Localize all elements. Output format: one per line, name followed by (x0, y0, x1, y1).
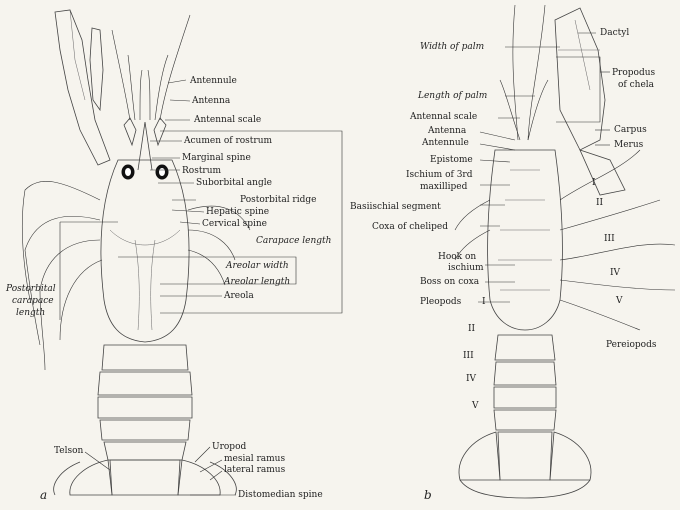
label-postorbital-carapace-line1: Postorbital (6, 284, 56, 295)
label-pleopod-V: V (472, 401, 479, 412)
label-pereiopods: Pereiopods (606, 340, 656, 351)
label-pereiopod-III: III (604, 234, 615, 245)
label-telson: Telson (54, 446, 83, 457)
panel-a-letter: a (40, 488, 47, 502)
label-propodus-line1: Propodus (612, 68, 655, 79)
label-pleopod-III: III (463, 351, 474, 362)
label-cervical-spine: Cervical spine (202, 219, 267, 230)
label-pereiopod-II: II (596, 198, 603, 209)
label-boss-on-coxa: Boss on coxa (420, 277, 479, 288)
label-lateral-ramus: lateral ramus (224, 465, 285, 476)
label-uropod: Uropod (212, 442, 246, 453)
label-areolar-width: Areolar width (226, 261, 289, 272)
label-distomedian-spine: Distomedian spine (238, 490, 323, 501)
label-postorbital-carapace-line3: length (16, 308, 45, 319)
label-suborbital-angle: Suborbital angle (196, 178, 272, 189)
label-pereiopod-IV: IV (610, 268, 620, 279)
label-propodus-line2: of chela (618, 80, 654, 91)
label-pleopod-II: II (468, 324, 475, 335)
label-basiischial-segment: Basiischial segment (350, 202, 441, 213)
label-mesial-ramus: mesial ramus (224, 454, 285, 465)
panel-b-letter: b (424, 488, 432, 502)
label-hepatic-spine: Hepatic spine (206, 207, 269, 218)
label-pleopod-IV: IV (466, 374, 476, 385)
label-b-antenna: Antenna (428, 126, 466, 137)
label-hook-on-ischium-line2: ischium (448, 263, 484, 274)
label-coxa-of-cheliped: Coxa of cheliped (372, 222, 448, 233)
label-ischium-3rd-line1: Ischium of 3rd (406, 170, 472, 181)
label-areola: Areola (224, 291, 254, 302)
label-acumen-of-rostrum: Acumen of rostrum (184, 136, 272, 147)
label-antenna: Antenna (192, 96, 230, 107)
label-rostrum: Rostrum (182, 166, 221, 177)
label-pleopods: Pleopods (420, 297, 461, 308)
label-dactyl: Dactyl (600, 28, 629, 39)
label-carpus: Carpus (614, 125, 647, 136)
label-postorbital-carapace-line2: carapace (12, 296, 54, 307)
label-epistome: Epistome (430, 155, 473, 166)
label-hook-on-ischium-line1: Hook on (438, 252, 476, 263)
label-carapace-length: Carapace length (256, 236, 331, 247)
label-merus: Merus (614, 140, 643, 151)
label-length-of-palm: Length of palm (418, 91, 487, 102)
label-antennule: Antennule (190, 76, 237, 87)
panel-b-leader-lines (478, 33, 610, 302)
label-antennal-scale: Antennal scale (194, 115, 261, 126)
label-b-antennal-scale: Antennal scale (410, 112, 477, 123)
label-ischium-3rd-line2: maxilliped (420, 182, 467, 193)
label-b-antennule: Antennule (422, 138, 469, 149)
label-pereiopod-I: I (592, 178, 596, 189)
label-width-of-palm: Width of palm (420, 42, 484, 53)
label-postorbital-ridge: Postorbital ridge (240, 195, 316, 206)
label-pleopod-I: I (482, 297, 486, 308)
label-areolar-length: Areolar length (224, 277, 290, 288)
dorsal-crayfish-drawing (22, 10, 342, 495)
label-marginal-spine: Marginal spine (182, 153, 251, 164)
label-pereiopod-V: V (616, 296, 623, 307)
